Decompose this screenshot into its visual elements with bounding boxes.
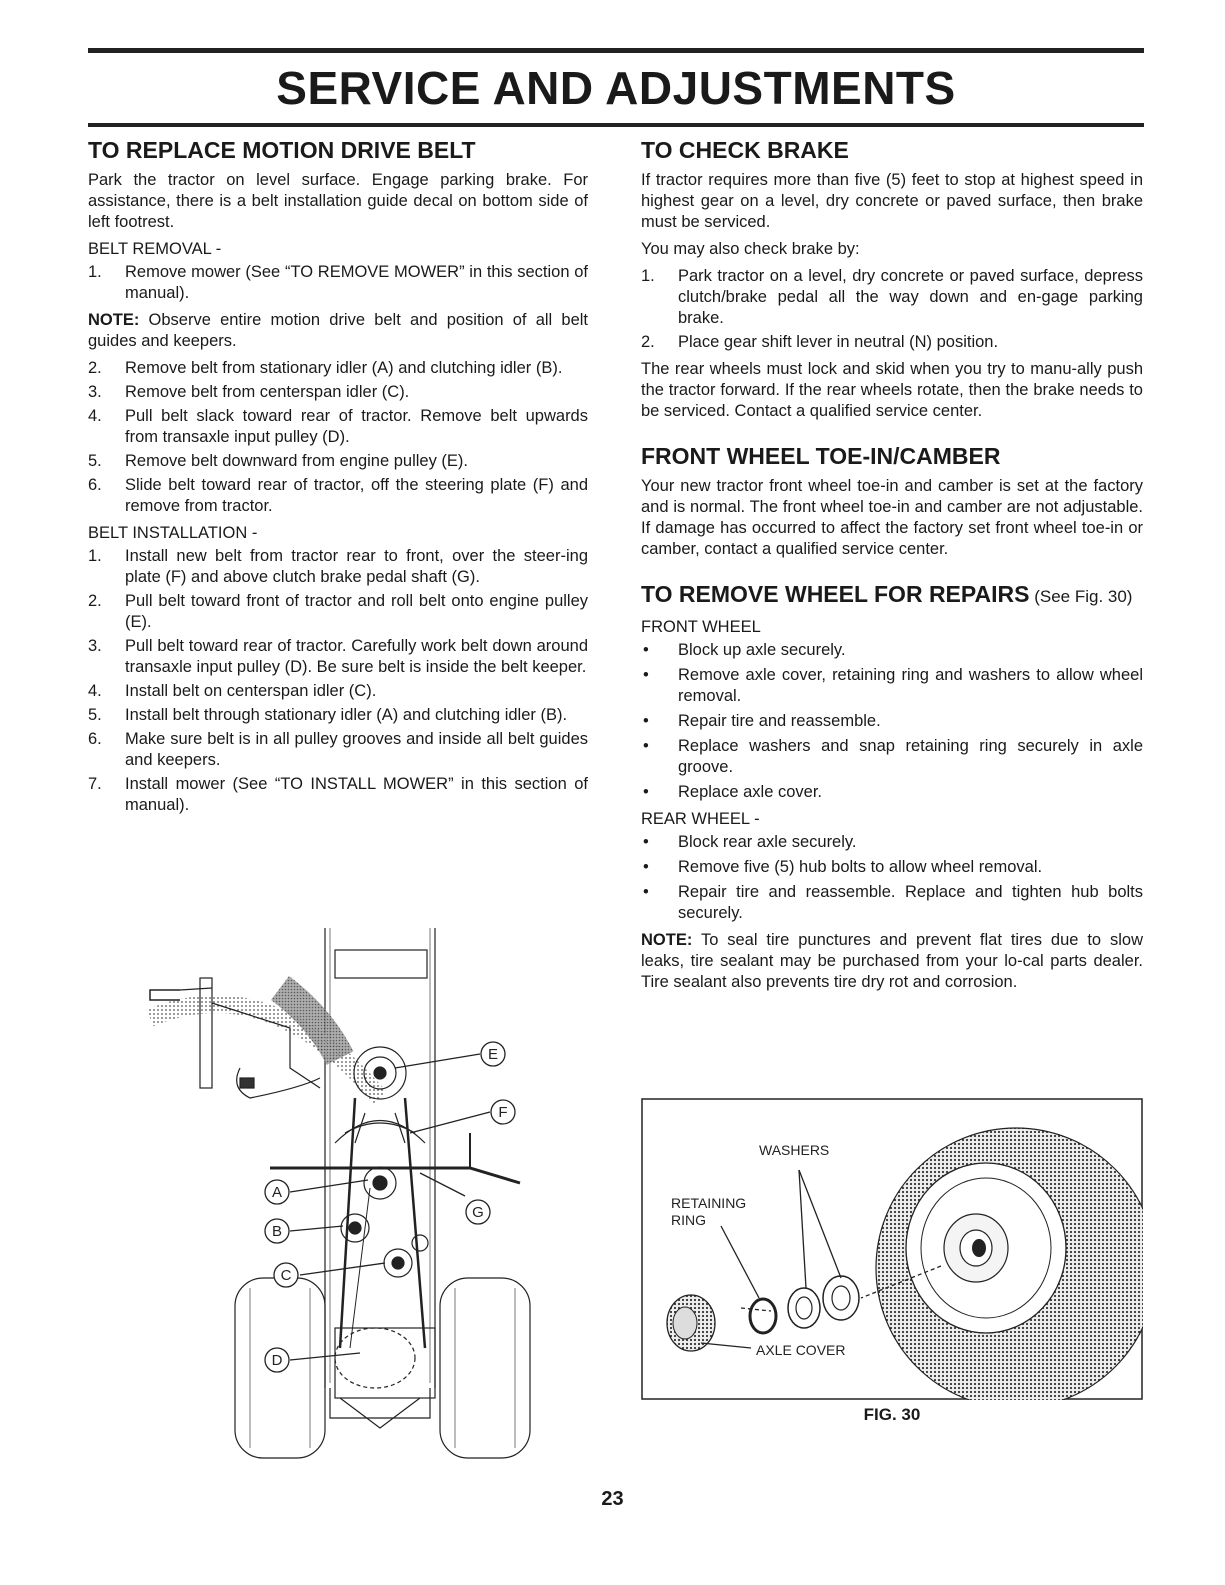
- brake-step: 1.Park tractor on a level, dry concrete …: [641, 267, 1143, 327]
- installation-step: 3.Pull belt toward rear of tractor. Care…: [88, 637, 588, 676]
- label-b: B: [272, 1223, 282, 1240]
- removal-steps-list: 2.Remove belt from stationary idler (A) …: [88, 358, 588, 517]
- toe-in-text: Your new tractor front wheel toe-in and …: [641, 477, 1143, 558]
- sealant-note: NOTE: To seal tire punctures and prevent…: [641, 931, 1143, 991]
- removal-step: 1.Remove mower (See “TO REMOVE MOWER” in…: [88, 263, 588, 302]
- note-label: NOTE:: [641, 931, 693, 949]
- axle-cover-label: AXLE COVER: [756, 1342, 845, 1358]
- fig-reference: (See Fig. 30): [1029, 587, 1133, 606]
- front-wheel-item: •Replace axle cover.: [643, 783, 822, 801]
- top-rule: [88, 48, 1144, 53]
- remove-wheel-heading: TO REMOVE WHEEL FOR REPAIRS (See Fig. 30…: [641, 581, 1133, 607]
- label-a: A: [272, 1184, 282, 1201]
- washers-label: WASHERS: [759, 1142, 829, 1158]
- label-c: C: [281, 1267, 292, 1284]
- brake-step: 2.Place gear shift lever in neutral (N) …: [641, 333, 999, 351]
- brake-steps-list: 1.Park tractor on a level, dry concrete …: [641, 266, 1143, 353]
- page-title: SERVICE AND ADJUSTMENTS: [276, 62, 956, 114]
- left-column: TO REPLACE MOTION DRIVE BELT Park the tr…: [88, 136, 588, 822]
- motion-belt-heading: TO REPLACE MOTION DRIVE BELT: [88, 137, 476, 163]
- removal-step: 5.Remove belt downward from engine pulle…: [88, 452, 468, 470]
- page-number: 23: [601, 1488, 624, 1510]
- installation-step: 1.Install new belt from tractor rear to …: [88, 547, 588, 586]
- installation-step: 4.Install belt on centerspan idler (C).: [88, 682, 377, 700]
- removal-step: 4.Pull belt slack toward rear of tractor…: [88, 407, 588, 446]
- removal-step: 2.Remove belt from stationary idler (A) …: [88, 359, 563, 377]
- front-wheel-item: •Repair tire and reassemble.: [643, 712, 881, 730]
- brake-intro: If tractor requires more than five (5) f…: [641, 171, 1143, 231]
- toe-in-heading: FRONT WHEEL TOE-IN/CAMBER: [641, 443, 1001, 469]
- front-wheel-label: FRONT WHEEL: [641, 618, 761, 636]
- brake-outro: The rear wheels must lock and skid when …: [641, 360, 1143, 420]
- label-g: G: [472, 1204, 484, 1221]
- installation-step: 7.Install mower (See “TO INSTALL MOWER” …: [88, 775, 588, 814]
- retaining-label-line1: RETAINING: [671, 1195, 746, 1211]
- installation-step: 6.Make sure belt is in all pulley groove…: [88, 730, 588, 769]
- installation-step: 5.Install belt through stationary idler …: [88, 706, 568, 724]
- rear-wheel-label: REAR WHEEL -: [641, 810, 760, 828]
- rear-wheel-list: •Block rear axle securely. •Remove five …: [641, 832, 1143, 924]
- removal-step: 6.Slide belt toward rear of tractor, off…: [88, 476, 588, 515]
- installation-step: 2.Pull belt toward front of tractor and …: [88, 592, 588, 631]
- installation-steps-list: 1.Install new belt from tractor rear to …: [88, 546, 588, 816]
- removal-step-1-list: 1.Remove mower (See “TO REMOVE MOWER” in…: [88, 262, 588, 304]
- label-f: F: [498, 1104, 507, 1121]
- label-d: D: [272, 1352, 283, 1369]
- removal-step: 3.Remove belt from centerspan idler (C).: [88, 383, 410, 401]
- front-wheel-item: •Block up axle securely.: [643, 641, 846, 659]
- wheel-exploded-figure: WASHERS RETAINING RING AXLE COVER: [641, 1098, 1143, 1400]
- rear-wheel-item: •Remove five (5) hub bolts to allow whee…: [643, 858, 1043, 876]
- belt-routing-diagram: E F A B C D G: [146, 928, 531, 1459]
- label-e: E: [488, 1046, 498, 1063]
- retaining-label-line2: RING: [671, 1212, 706, 1228]
- check-brake-heading: TO CHECK BRAKE: [641, 137, 849, 163]
- belt-installation-label: BELT INSTALLATION -: [88, 524, 258, 542]
- figure-caption: FIG. 30: [863, 1405, 921, 1424]
- motion-belt-intro: Park the tractor on level surface. Engag…: [88, 171, 588, 231]
- front-wheel-item: •Remove axle cover, retaining ring and w…: [643, 666, 1143, 705]
- front-wheel-list: •Block up axle securely. •Remove axle co…: [641, 640, 1143, 803]
- title-underline: [88, 123, 1144, 127]
- rear-wheel-item: •Repair tire and reassemble. Replace and…: [643, 883, 1143, 922]
- note-label: NOTE:: [88, 311, 140, 329]
- belt-note: NOTE: Observe entire motion drive belt a…: [88, 311, 588, 350]
- rear-wheel-item: •Block rear axle securely.: [643, 833, 857, 851]
- belt-removal-label: BELT REMOVAL -: [88, 240, 222, 258]
- brake-also: You may also check brake by:: [641, 240, 860, 258]
- right-column: TO CHECK BRAKE If tractor requires more …: [641, 136, 1143, 999]
- front-wheel-item: •Replace washers and snap retaining ring…: [643, 737, 1143, 776]
